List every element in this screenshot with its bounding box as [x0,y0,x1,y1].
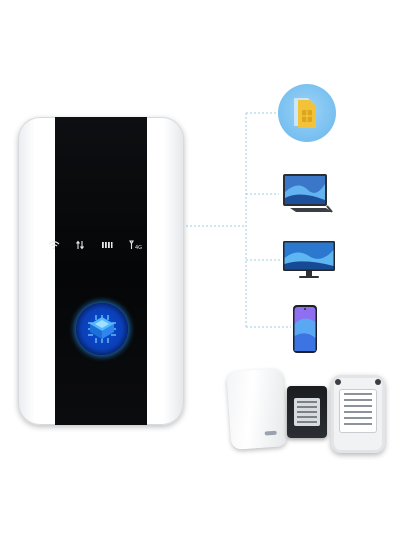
sim-card-icon [294,98,316,128]
battery-photo [287,386,327,438]
back-hole-right [375,379,381,385]
signal-4g-label: 4G [135,245,142,250]
monitor-device [281,240,337,280]
battery-compartment [339,389,377,433]
router-display-panel [55,117,147,425]
smartphone-device [292,304,318,354]
smartphone-icon [293,305,317,353]
router-front-photo [226,368,288,450]
sim-card-badge [278,84,336,142]
router-back-photo [331,375,385,453]
mobile-router: 4G [18,117,184,425]
battery-bars-icon [101,240,113,250]
tablet-icon [283,174,333,213]
wifi-icon [48,240,60,250]
processor-chip-icon [88,315,116,343]
signal-4g-icon: 4G [128,240,146,250]
monitor-icon [283,241,335,278]
back-hole-left [335,379,341,385]
processor-chip-badge [76,303,128,355]
battery-label [294,398,320,426]
tablet-device [280,172,334,216]
router-front-logo [264,430,277,436]
data-arrows-icon [75,240,85,250]
router-status-icons: 4G [48,239,146,251]
